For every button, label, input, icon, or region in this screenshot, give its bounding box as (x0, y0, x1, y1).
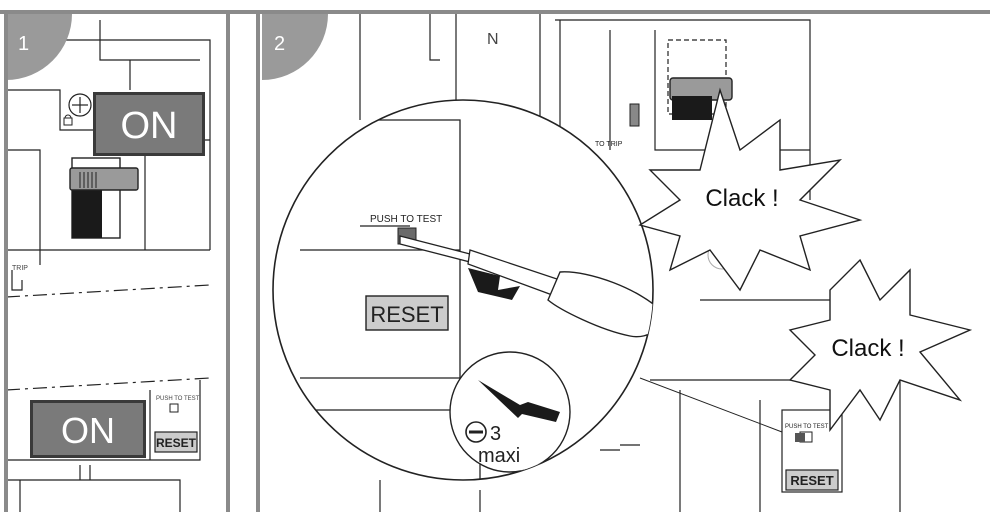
trip-label: TRIP (12, 265, 28, 272)
on-label-bottom: ON (30, 400, 146, 458)
reset-small-2: RESET (790, 473, 833, 488)
reset-button-label: RESET (370, 302, 443, 327)
push-to-test-label: PUSH TO TEST (370, 214, 442, 225)
top-border (0, 10, 990, 14)
svg-text:ON: ON (61, 410, 115, 451)
panel-1-right-frame (226, 14, 230, 512)
screw-icon (69, 94, 91, 116)
panel-2-left-frame (256, 14, 260, 512)
clack-text-top: Clack ! (705, 185, 778, 212)
panel-1: TRIP ON PUSH TO TEST RESET ON (6, 14, 224, 512)
push-to-test-small-2: PUSH TO TEST (785, 424, 829, 430)
screwdriver-max-label: maxi (478, 445, 520, 467)
on-label-top: ON (93, 92, 205, 156)
to-trip-label: TO TRIP (595, 141, 623, 148)
neutral-label: N (487, 31, 499, 48)
svg-text:2: 2 (274, 33, 285, 55)
panel-2: N TO TRIP PUSH TO TEST RESET (262, 14, 990, 512)
panel-1-left-frame (4, 14, 8, 512)
screwdriver-size-inset: 3 maxi (450, 352, 570, 472)
svg-text:ON: ON (121, 105, 178, 147)
svg-text:1: 1 (18, 33, 29, 55)
screwdriver-size-value: 3 (490, 423, 501, 445)
push-to-test-small-1: PUSH TO TEST (156, 396, 200, 402)
reset-small-1: RESET (156, 436, 197, 450)
clack-text-bottom: Clack ! (831, 335, 904, 362)
